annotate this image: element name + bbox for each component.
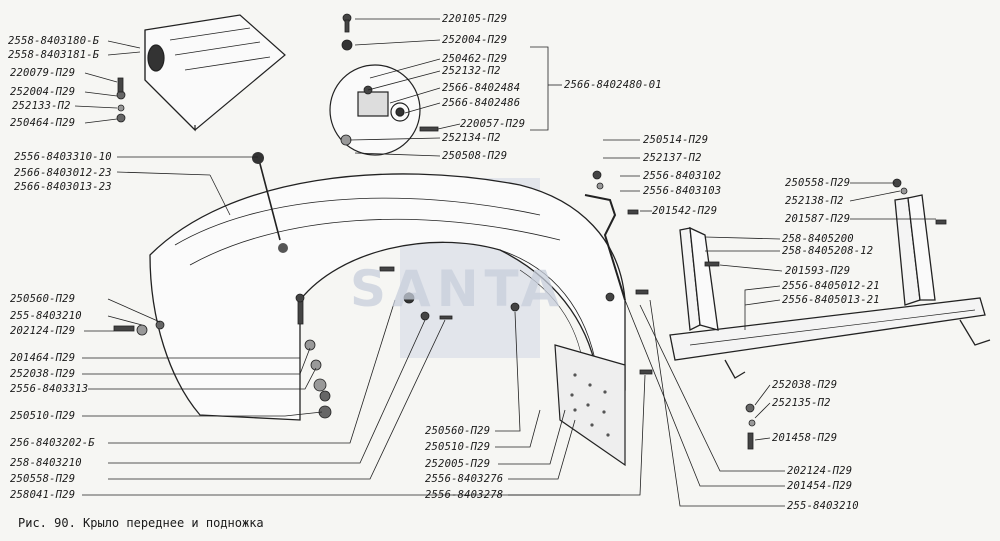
label-220105-p29: 220105-П29: [442, 13, 508, 25]
label-258-8405208-12: 258-8405208-12: [782, 245, 874, 257]
support-rod: [252, 152, 288, 253]
label-250510-p29-m: 250510-П29: [425, 441, 491, 453]
label-2558-8403180-6: 2558-8403180-Б: [8, 35, 100, 47]
label-250462-p29: 250462-П29: [442, 53, 508, 65]
housing-part: [144, 14, 286, 132]
label-201542-p29: 201542-П29: [652, 205, 718, 217]
leader-lines: [74, 18, 936, 507]
watermark-text: SANTA: [350, 260, 566, 318]
label-2566-8403012-23: 2566-8403012-23: [14, 167, 112, 179]
label-255-8403210-r: 255-8403210: [787, 500, 859, 512]
label-252137-p2: 252137-П2: [643, 152, 702, 164]
label-258041-p29: 258041-П29: [10, 489, 76, 501]
label-2566-8403013-23: 2566-8403013-23: [14, 181, 112, 193]
label-250560-p29-l: 250560-П29: [10, 293, 76, 305]
label-2556-8403310-10: 2556-8403310-10: [14, 151, 112, 163]
label-201464-p29: 201464-П29: [10, 352, 76, 364]
label-201587-p29: 201587-П29: [785, 213, 851, 225]
label-201458-p29: 201458-П29: [772, 432, 838, 444]
label-2556-8405012-21: 2556-8405012-21: [782, 280, 880, 292]
label-2556-8403278: 2556-8403278: [425, 489, 504, 501]
label-252038-p29-r: 252038-П29: [772, 379, 838, 391]
label-250464-p29: 250464-П29: [10, 117, 76, 129]
label-252004-p29-a: 252004-П29: [10, 86, 76, 98]
fender-stay: [584, 194, 626, 301]
label-2556-8405013-21: 2556-8405013-21: [782, 294, 880, 306]
label-252004-p29-b: 252004-П29: [442, 34, 508, 46]
label-202124-p29-l: 202124-П29: [10, 325, 76, 337]
label-258-8405200: 258-8405200: [782, 233, 854, 245]
label-252038-p29-l: 252038-П29: [10, 368, 76, 380]
label-250558-p29-r: 250558-П29: [785, 177, 851, 189]
step-frame: [669, 194, 991, 379]
label-220057-p29: 220057-П29: [460, 118, 526, 130]
label-252005-p29: 252005-П29: [425, 458, 491, 470]
label-252138-p2: 252138-П2: [785, 195, 844, 207]
label-250508-p29: 250508-П29: [442, 150, 508, 162]
fasteners: [113, 13, 947, 450]
label-2556-8403102: 2556-8403102: [643, 170, 722, 182]
label-2556-8403276: 2556-8403276: [425, 473, 504, 485]
mud-flap: [554, 344, 626, 467]
label-220079-p29: 220079-П29: [10, 67, 76, 79]
label-255-8403210-l: 255-8403210: [10, 310, 82, 322]
label-250560-p29-m: 250560-П29: [425, 425, 491, 437]
label-256-8403202-6: 256-8403202-Б: [10, 437, 95, 449]
label-2566-8402480-01: 2566-8402480-01: [564, 79, 662, 91]
label-2566-8402484: 2566-8402484: [442, 82, 521, 94]
label-252132-p2: 252132-П2: [442, 65, 501, 77]
label-250514-p29: 250514-П29: [643, 134, 709, 146]
label-252135-p2: 252135-П2: [772, 397, 831, 409]
label-252134-p2: 252134-П2: [442, 132, 501, 144]
label-252133-p2: 252133-П2: [12, 100, 71, 112]
label-250510-p29-l: 250510-П29: [10, 410, 76, 422]
label-201593-p29: 201593-П29: [785, 265, 851, 277]
label-2566-8402486: 2566-8402486: [442, 97, 521, 109]
label-258-8403210: 258-8403210: [10, 457, 82, 469]
label-2556-8403313: 2556-8403313: [10, 383, 89, 395]
label-2556-8403103: 2556-8403103: [643, 185, 722, 197]
label-202124-p29-r: 202124-П29: [787, 465, 853, 477]
figure-caption: Рис. 90. Крыло переднее и подножка: [18, 516, 264, 530]
label-2558-8403181-6: 2558-8403181-Б: [8, 49, 100, 61]
label-201454-p29: 201454-П29: [787, 480, 853, 492]
bracket-assembly: [329, 64, 421, 156]
label-250558-p29-b: 250558-П29: [10, 473, 76, 485]
